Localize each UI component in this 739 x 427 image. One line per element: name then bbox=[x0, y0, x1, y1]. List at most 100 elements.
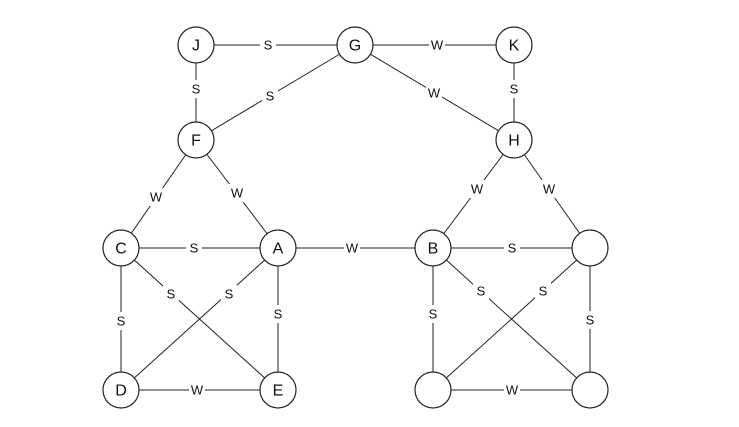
edge-label: W bbox=[471, 182, 484, 197]
node-d: D bbox=[102, 371, 140, 409]
edge-n2-n3: W bbox=[433, 381, 590, 399]
node-b: B bbox=[414, 229, 452, 267]
edge-line bbox=[120, 247, 279, 391]
edge-c-d: S bbox=[113, 248, 129, 390]
edge-n1-n3: S bbox=[582, 248, 598, 390]
edge-label: S bbox=[539, 284, 548, 299]
node-circle bbox=[571, 229, 609, 267]
edge-g-h: W bbox=[354, 44, 515, 141]
node-n1 bbox=[571, 229, 609, 267]
edge-label-background bbox=[469, 180, 485, 198]
edge-label: S bbox=[477, 284, 486, 299]
edge-label-background bbox=[262, 87, 278, 105]
node-label: H bbox=[508, 133, 520, 150]
node-label: F bbox=[191, 133, 201, 150]
node-label: C bbox=[115, 241, 127, 258]
edge-n1-n2: S bbox=[432, 247, 591, 391]
node-circle bbox=[102, 371, 140, 409]
nodes-layer: J G K F H C A B D E bbox=[102, 26, 609, 409]
edge-label-background bbox=[189, 381, 205, 399]
node-label: B bbox=[428, 241, 439, 258]
edge-label-background bbox=[221, 285, 237, 303]
edge-label: W bbox=[543, 182, 556, 197]
node-circle bbox=[177, 26, 215, 64]
edge-label-background bbox=[148, 188, 164, 206]
edge-d-e: W bbox=[121, 381, 278, 399]
node-label: D bbox=[115, 383, 127, 400]
edge-label: S bbox=[190, 241, 199, 256]
edge-a-d: S bbox=[120, 247, 279, 391]
edge-b-n1: S bbox=[433, 239, 590, 257]
edge-label: W bbox=[431, 38, 444, 53]
node-f: F bbox=[177, 121, 215, 159]
edge-label: W bbox=[346, 241, 359, 256]
edge-h-b: W bbox=[432, 139, 515, 249]
edges-layer: S W S S W S W W W W S W S S S S S W S S S S W bbox=[113, 36, 598, 399]
node-n2 bbox=[414, 371, 452, 409]
edge-f-a: W bbox=[195, 139, 279, 249]
edge-label-background bbox=[113, 312, 129, 330]
node-circle bbox=[414, 371, 452, 409]
edge-label: S bbox=[429, 307, 438, 322]
node-circle bbox=[414, 229, 452, 267]
edge-label: S bbox=[274, 307, 283, 322]
edge-f-c: W bbox=[120, 139, 197, 249]
node-a: A bbox=[259, 229, 297, 267]
edge-label-background bbox=[582, 311, 598, 329]
edge-g-f: S bbox=[195, 44, 356, 141]
node-circle bbox=[495, 121, 533, 159]
edge-g-k: W bbox=[355, 36, 514, 54]
node-label: K bbox=[509, 38, 520, 55]
edge-label: S bbox=[510, 82, 519, 97]
edge-label-background bbox=[426, 84, 442, 102]
node-circle bbox=[259, 229, 297, 267]
edge-label-background bbox=[504, 239, 520, 257]
node-j: J bbox=[177, 26, 215, 64]
node-k: K bbox=[495, 26, 533, 64]
edge-label-background bbox=[188, 80, 204, 98]
edge-label: S bbox=[586, 313, 595, 328]
node-e: E bbox=[259, 371, 297, 409]
node-label: E bbox=[273, 383, 284, 400]
edge-label: W bbox=[231, 186, 244, 201]
node-circle bbox=[259, 371, 297, 409]
edge-label-background bbox=[186, 239, 202, 257]
node-label: A bbox=[273, 241, 284, 258]
node-circle bbox=[571, 371, 609, 409]
edge-label-background bbox=[535, 282, 551, 300]
edge-label-background bbox=[473, 282, 489, 300]
node-circle bbox=[336, 26, 374, 64]
edge-label-background bbox=[504, 381, 520, 399]
edge-label-background bbox=[541, 180, 557, 198]
edge-j-g: S bbox=[196, 36, 355, 54]
edge-label-background bbox=[260, 36, 276, 54]
edge-c-a: S bbox=[121, 239, 278, 257]
edge-label-background bbox=[425, 305, 441, 323]
edge-label: S bbox=[225, 287, 234, 302]
node-n3 bbox=[571, 371, 609, 409]
edge-b-n2: S bbox=[425, 248, 441, 390]
edge-label-background bbox=[229, 184, 245, 202]
edge-label: S bbox=[508, 241, 517, 256]
edge-label: S bbox=[266, 89, 275, 104]
edge-a-e: S bbox=[270, 248, 286, 390]
node-label: G bbox=[349, 38, 361, 55]
edge-label: W bbox=[191, 383, 204, 398]
edge-label-background bbox=[163, 285, 179, 303]
edge-label: S bbox=[192, 82, 201, 97]
node-g: G bbox=[336, 26, 374, 64]
node-circle bbox=[495, 26, 533, 64]
edge-label: S bbox=[117, 314, 126, 329]
edge-a-b: W bbox=[278, 239, 433, 257]
edge-label: S bbox=[167, 287, 176, 302]
edge-line bbox=[432, 247, 591, 391]
node-circle bbox=[102, 229, 140, 267]
edge-label-background bbox=[506, 80, 522, 98]
edge-h-n1: W bbox=[513, 139, 591, 249]
edge-label: W bbox=[150, 190, 163, 205]
node-circle bbox=[177, 121, 215, 159]
node-h: H bbox=[495, 121, 533, 159]
edge-label: W bbox=[428, 86, 441, 101]
edge-label: S bbox=[264, 38, 273, 53]
